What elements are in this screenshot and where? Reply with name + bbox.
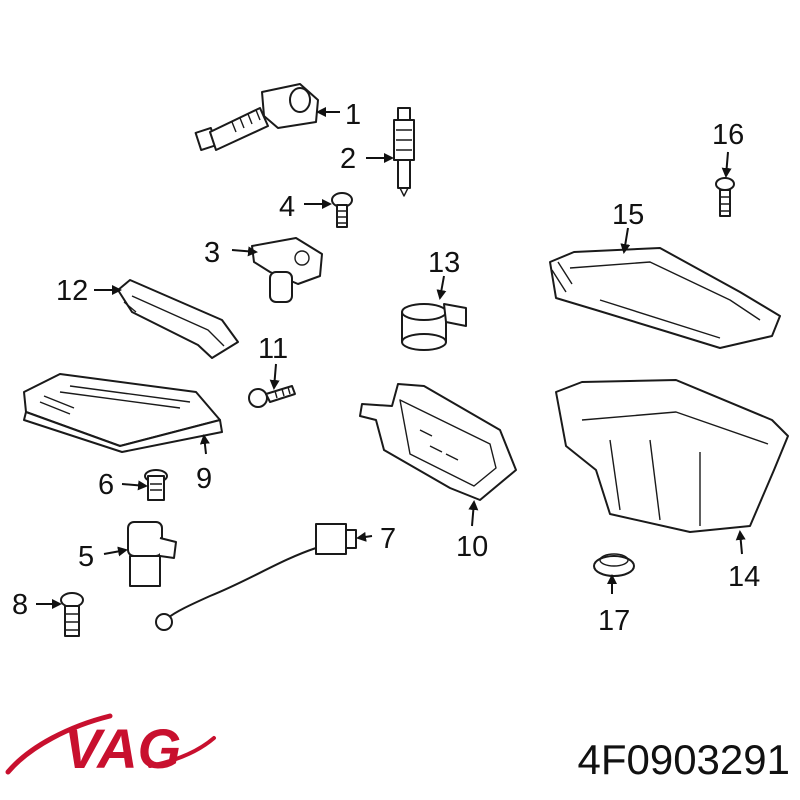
callout-13: 13 — [428, 247, 460, 279]
callout-5: 5 — [78, 541, 94, 573]
bolt-8-part — [60, 592, 84, 637]
ignition-coil-part — [194, 83, 319, 152]
callout-6: 6 — [98, 469, 114, 501]
camshaft-sensor-part — [251, 237, 323, 303]
callout-8: 8 — [12, 589, 28, 621]
air-filter-housing-part — [555, 379, 789, 533]
relay-part — [401, 303, 467, 351]
callout-2: 2 — [340, 143, 356, 175]
air-intake-duct-part — [549, 247, 781, 349]
callout-14: 14 — [728, 561, 760, 593]
bolt-16-part — [715, 177, 735, 217]
callout-17: 17 — [598, 605, 630, 637]
knock-sensor-part — [155, 523, 357, 631]
housing-bracket-part — [359, 383, 517, 501]
engine-control-unit-part — [23, 373, 223, 453]
callout-16: 16 — [712, 119, 744, 151]
grommet-part — [593, 553, 635, 577]
callout-9: 9 — [196, 463, 212, 495]
bracket-part — [117, 279, 239, 359]
callout-10: 10 — [456, 531, 488, 563]
bolt-11-part — [248, 385, 296, 408]
callout-7: 7 — [380, 523, 396, 555]
leader-arrows — [36, 107, 746, 609]
bolt-4-part — [331, 192, 353, 228]
callout-11: 11 — [258, 333, 288, 365]
vag-logo-text: VAG — [64, 717, 181, 780]
callout-15: 15 — [612, 199, 644, 231]
callout-4: 4 — [279, 191, 295, 223]
bolt-6-part — [144, 469, 168, 501]
part-number: 4F0903291 — [577, 736, 790, 783]
callout-1: 1 — [345, 99, 361, 131]
vag-logo: VAG — [5, 713, 216, 780]
callout-12: 12 — [56, 275, 88, 307]
callout-3: 3 — [204, 237, 220, 269]
spark-plug-part — [393, 107, 415, 197]
crankshaft-sensor-part — [127, 521, 177, 587]
